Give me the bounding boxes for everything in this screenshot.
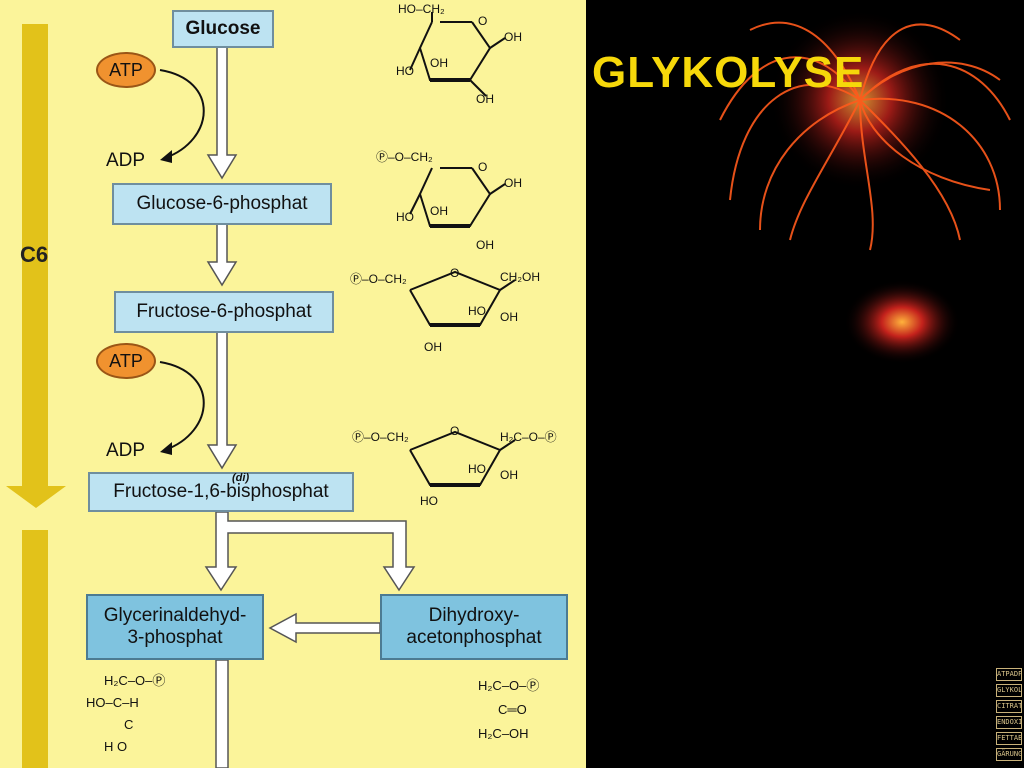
s3-ho: HO (468, 304, 486, 318)
dhap-label-line2: acetonphosphat (406, 627, 542, 648)
glucose-structure (409, 12, 506, 97)
gap-struct-line4: H O (104, 739, 128, 754)
g6p-box: Glucose-6-phosphat (112, 183, 332, 225)
g6p-structure (409, 167, 506, 228)
dhap-struct-line2: C═O (498, 702, 527, 717)
dhap-struct-line1: H₂C–O–Ⓟ (478, 678, 540, 693)
di-note: (di) (232, 472, 250, 484)
arrow-g6p-f6p (206, 223, 238, 287)
s3-oh-bottom: OH (424, 340, 442, 354)
glycolysis-diagram-panel: C6 Glucose Glucose-6-phosphat Fructose-6… (0, 0, 586, 768)
s4-left-label: Ⓟ–O–CH₂ (352, 430, 409, 444)
atp-curve-1-head (160, 150, 172, 163)
s2-oh-right: OH (504, 176, 522, 190)
s3-right-label: CH₂OH (500, 270, 540, 284)
c6-arrow-shaft (22, 24, 48, 486)
dhap-box: Dihydroxy- acetonphosphat (380, 594, 568, 660)
s1-oh-bottom: OH (476, 92, 494, 106)
s1-oh-inner: OH (430, 56, 448, 70)
atp-curve-2-head (160, 442, 172, 455)
c6-arrow-head (6, 486, 66, 508)
f16bp-structure (409, 430, 516, 487)
dhap-structure: H₂C–O–Ⓟ C═O H₂C–OH (478, 674, 539, 746)
gap-struct-line3: C (124, 717, 134, 732)
s1-ho-left: HO (396, 64, 414, 78)
f6p-box: Fructose-6-phosphat (114, 291, 334, 333)
s4-oh-right: OH (500, 468, 518, 482)
gap-struct-line2: HO–C–H (86, 695, 139, 710)
s3-left-label: Ⓟ–O–CH₂ (350, 272, 407, 286)
s4-right-label: H₂C–O–Ⓟ (500, 430, 557, 444)
atp-curve-1 (159, 69, 205, 159)
f6p-structure (409, 270, 516, 327)
gap-label-line2: 3-phosphat (127, 627, 223, 648)
c3-arrow-shaft (22, 530, 48, 768)
arrow-gap-down (215, 659, 229, 768)
dhap-struct-line3: H₂C–OH (478, 726, 529, 741)
s2-top-label: Ⓟ–O–CH₂ (376, 150, 433, 164)
nav-button-fettab[interactable]: FETTAB (996, 732, 1022, 745)
s4-ring-o: O (450, 424, 460, 438)
glucose-box: Glucose (172, 10, 274, 48)
arrow-glucose-g6p (206, 45, 238, 180)
orb-small (844, 280, 960, 364)
nav-button-citrat[interactable]: CITRAT (996, 700, 1022, 713)
gap-structure: H₂C–O–Ⓟ HO–C–H C H O (86, 670, 166, 758)
diagram-graphics (6, 12, 516, 768)
nav-button-garung[interactable]: GÄRUNG (996, 748, 1022, 761)
s2-oh-bottom: OH (476, 238, 494, 252)
arrow-split (204, 511, 416, 592)
s3-ring-o: O (450, 266, 460, 280)
f16bp-box: Fructose-1,6-bisphosphat (88, 472, 354, 512)
atp-curve-2 (159, 361, 205, 451)
atp-1: ATP (96, 52, 156, 88)
adp-2: ADP (106, 440, 146, 461)
atp-2: ATP (96, 343, 156, 379)
nav-button-endoxi[interactable]: ENDOXI (996, 716, 1022, 729)
dhap-label-line1: Dihydroxy- (428, 605, 520, 626)
s4-ho: HO (468, 462, 486, 476)
nav-button-atpadp[interactable]: ATPADP (996, 668, 1022, 681)
s1-oh-right: OH (504, 30, 522, 44)
s2-ho-left: HO (396, 210, 414, 224)
arrow-f6p-f16bp (206, 331, 238, 470)
s2-ring-o: O (478, 160, 488, 174)
gap-box: Glycerinaldehyd- 3-phosphat (86, 594, 264, 660)
s3-oh-right: OH (500, 310, 518, 324)
gap-label-line1: Glycerinaldehyd- (103, 605, 247, 626)
orb-big-core (770, 10, 950, 190)
s2-oh-inner: OH (430, 204, 448, 218)
s1-top-label: HO–CH₂ (398, 2, 445, 16)
nav-button-glykol[interactable]: GLYKOL (996, 684, 1022, 697)
c6-label: C6 (20, 242, 49, 267)
s4-ho-bottom: HO (420, 494, 438, 508)
page-title: GLYKOLYSE (592, 48, 865, 97)
adp-1: ADP (106, 150, 146, 171)
s1-ring-o: O (478, 14, 488, 28)
arrow-dhap-to-gap (268, 612, 381, 644)
gap-struct-line1: H₂C–O–Ⓟ (104, 673, 166, 688)
